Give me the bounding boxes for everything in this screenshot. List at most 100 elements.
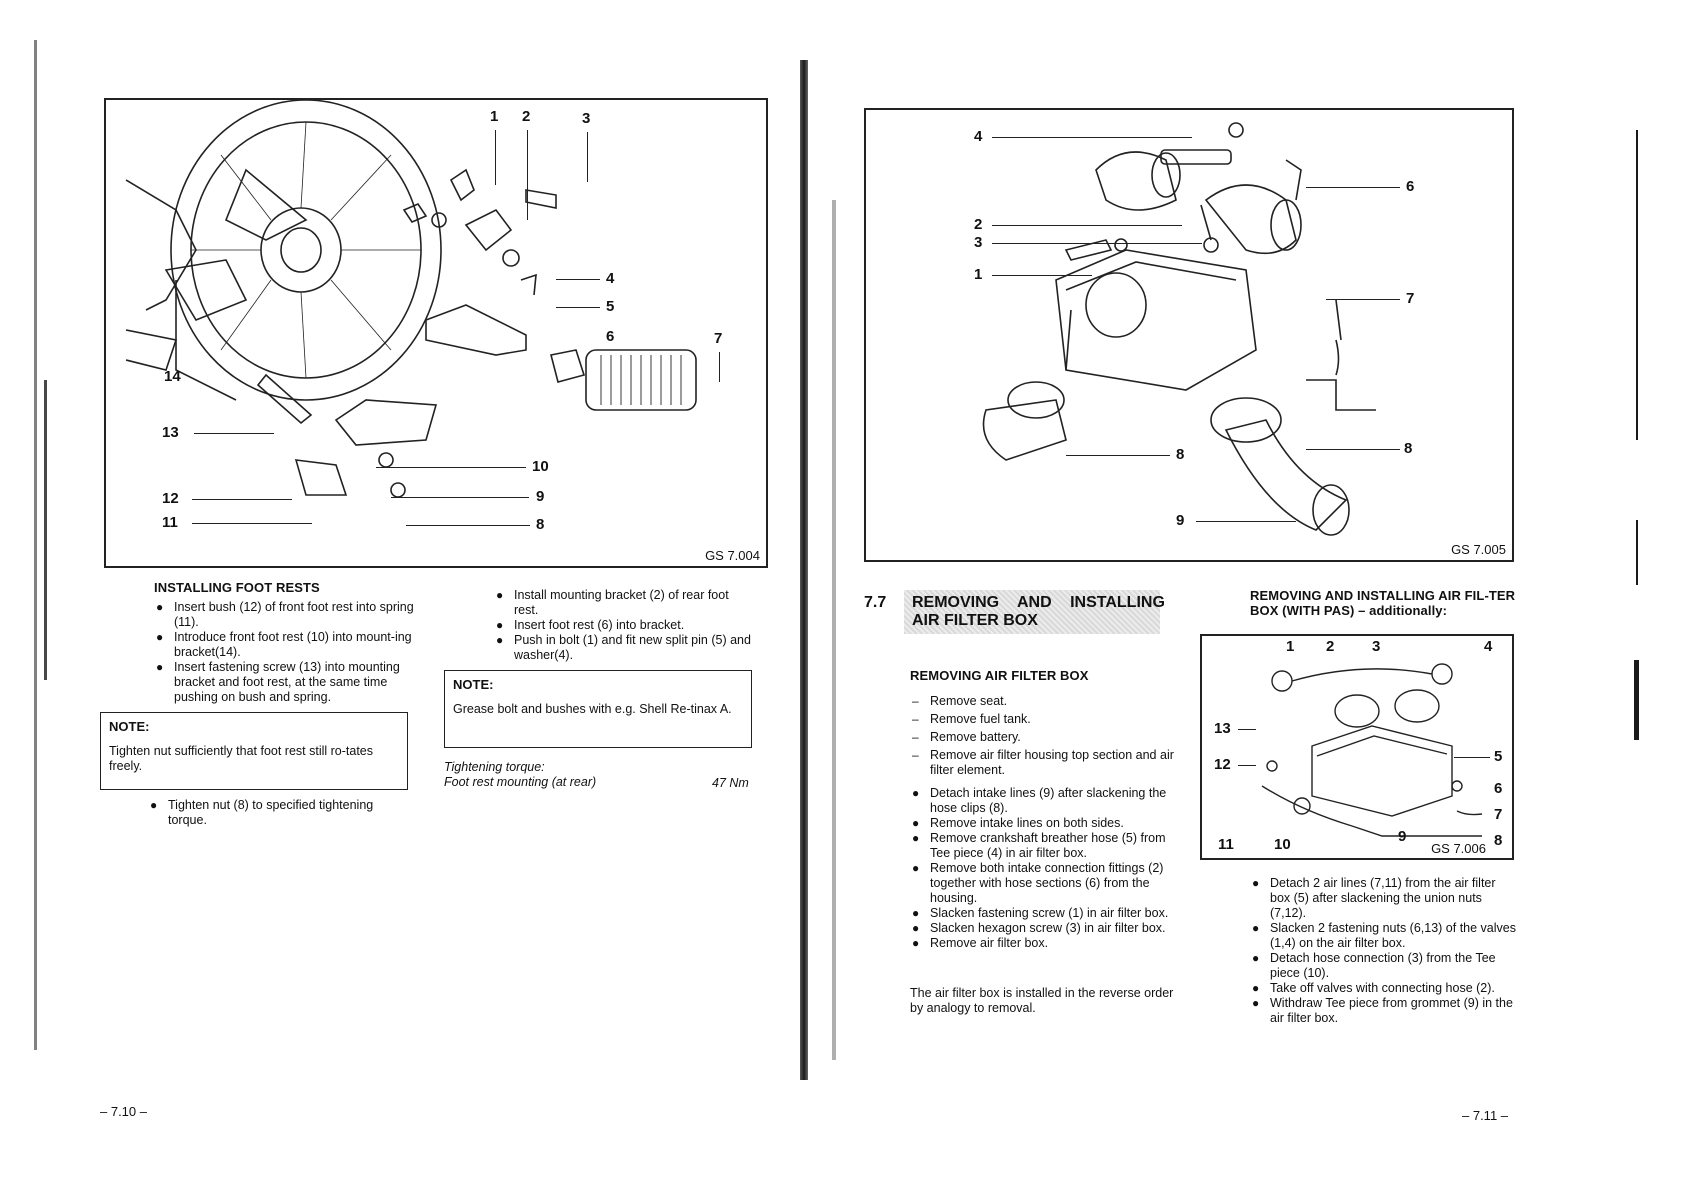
callout-1: 1: [1286, 638, 1295, 655]
list-item: ●Slacken hexagon screw (3) in air filter…: [912, 921, 1166, 935]
pas-diagram: [1261, 663, 1483, 837]
list-item: ●Tighten nut (8) to specified tightening…: [150, 798, 374, 827]
callout-13: 13: [1214, 720, 1231, 737]
tighten-step: ●Tighten nut (8) to specified tightening…: [148, 798, 410, 828]
list-item: ●Detach 2 air lines (7,11) from the air …: [1252, 876, 1496, 920]
callout-4: 4: [1484, 638, 1493, 655]
callout-6: 6: [1494, 780, 1503, 797]
callout-4: 4: [974, 128, 983, 145]
callout-5: 5: [606, 298, 615, 315]
callout-5: 5: [1494, 748, 1503, 765]
list-item: ●Push in bolt (1) and fit new split pin …: [496, 633, 751, 662]
air-filter-exploded-diagram: [982, 122, 1376, 536]
list-item: ●Remove both intake connection fittings …: [912, 861, 1164, 905]
callout-7: 7: [1494, 806, 1503, 823]
list-item: –Remove seat.: [912, 694, 1008, 708]
figure-foot-rests: 1 2 3 4 5 6 7 14 13 10 12 9 11 8 GS 7.00…: [104, 98, 768, 568]
removal-dash-steps: –Remove seat. –Remove fuel tank. –Remove…: [910, 694, 1174, 778]
callout-12: 12: [1214, 756, 1231, 773]
callout-11: 11: [1218, 836, 1234, 853]
note-box-grease: NOTE: Grease bolt and bushes with e.g. S…: [444, 670, 752, 748]
figure-pas: 1 2 3 4 13 5 12 6 7 11 10 9 8 GS 7.006: [1200, 634, 1514, 860]
foot-rest-exploded-diagram: [125, 100, 697, 498]
heading-removing-air-filter-box: REMOVING AIR FILTER BOX: [910, 668, 1089, 683]
callout-1: 1: [490, 108, 499, 125]
note-title: NOTE:: [109, 719, 150, 734]
removal-dot-steps: ●Detach intake lines (9) after slackenin…: [910, 786, 1174, 951]
list-item: ●Insert fastening screw (13) into mounti…: [156, 660, 400, 704]
section-number: 7.7: [864, 594, 887, 611]
callout-11: 11: [162, 514, 178, 531]
list-item: ●Slacken 2 fastening nuts (6,13) of the …: [1252, 921, 1516, 950]
scan-edge-right: [1636, 130, 1638, 440]
list-item: ●Take off valves with connecting hose (2…: [1252, 981, 1495, 995]
figure-air-filter-box: 4 6 2 3 1 7 8 8 9 GS 7.005: [864, 108, 1514, 562]
figure-code: GS 7.005: [1451, 542, 1506, 557]
list-item: ●Detach intake lines (9) after slackenin…: [912, 786, 1167, 815]
section-highlight: [904, 590, 1160, 634]
callout-14: 14: [164, 368, 181, 385]
callout-8: 8: [536, 516, 545, 533]
callout-6: 6: [606, 328, 615, 345]
callout-6: 6: [1406, 178, 1415, 195]
callout-4: 4: [606, 270, 615, 287]
callout-2: 2: [522, 108, 531, 125]
page-number-right: – 7.11 –: [1462, 1108, 1509, 1123]
callout-2: 2: [974, 216, 983, 233]
callout-8: 8: [1176, 446, 1185, 463]
callout-1: 1: [974, 266, 983, 283]
note-text: Tighten nut sufficiently that foot rest …: [109, 744, 374, 773]
callout-12: 12: [162, 490, 179, 507]
list-item: ●Remove crankshaft breather hose (5) fro…: [912, 831, 1166, 860]
list-item: ●Withdraw Tee piece from grommet (9) in …: [1252, 996, 1513, 1025]
torque-value: 47 Nm: [712, 776, 749, 790]
list-item: –Remove air filter housing top section a…: [912, 748, 1174, 777]
callout-7: 7: [1406, 290, 1415, 307]
callout-8: 8: [1494, 832, 1503, 849]
callout-3: 3: [974, 234, 983, 251]
callout-2: 2: [1326, 638, 1335, 655]
callout-10: 10: [1274, 836, 1291, 853]
heading-pas: REMOVING AND INSTALLING AIR FIL-TER BOX …: [1250, 588, 1516, 618]
section-title-line1: REMOVING AND INSTALLING: [912, 594, 1165, 611]
page-number-left: – 7.10 –: [100, 1104, 147, 1119]
note-box-tighten: NOTE: Tighten nut sufficiently that foot…: [100, 712, 408, 790]
section-title-line2: AIR FILTER BOX: [912, 612, 1038, 629]
list-item: ●Remove air filter box.: [912, 936, 1049, 950]
scan-edge-right-3: [1634, 660, 1639, 740]
heading-installing-foot-rests: INSTALLING FOOT RESTS: [154, 580, 320, 595]
callout-13: 13: [162, 424, 179, 441]
note-title: NOTE:: [453, 677, 494, 692]
scan-edge-left-2: [44, 380, 47, 680]
list-item: ●Install mounting bracket (2) of rear fo…: [496, 588, 729, 617]
closing-text: The air filter box is installed in the r…: [910, 986, 1174, 1015]
list-item: ●Slacken fastening screw (1) in air filt…: [912, 906, 1169, 920]
callout-10: 10: [532, 458, 549, 475]
list-item: ●Remove intake lines on both sides.: [912, 816, 1124, 830]
callout-9: 9: [1176, 512, 1185, 529]
torque-label: Tightening torque:: [444, 760, 545, 774]
callout-3: 3: [1372, 638, 1381, 655]
list-item: ●Insert bush (12) of front foot rest int…: [156, 600, 414, 629]
scan-edge-left: [34, 40, 37, 1050]
scan-edge-right-2: [1636, 520, 1638, 585]
rear-foot-rest-steps: ●Install mounting bracket (2) of rear fo…: [494, 588, 756, 663]
foot-rest-steps: ●Insert bush (12) of front foot rest int…: [154, 600, 414, 705]
spine-shadow: [800, 60, 808, 1080]
list-item: ●Insert foot rest (6) into bracket.: [496, 618, 685, 632]
list-item: –Remove battery.: [912, 730, 1021, 744]
callout-3: 3: [582, 110, 591, 127]
note-text: Grease bolt and bushes with e.g. Shell R…: [453, 702, 732, 716]
list-item: ●Detach hose connection (3) from the Tee…: [1252, 951, 1496, 980]
callout-9: 9: [536, 488, 545, 505]
figure-code: GS 7.006: [1431, 841, 1486, 856]
spine-shadow-2: [832, 200, 836, 1060]
list-item: –Remove fuel tank.: [912, 712, 1031, 726]
callout-9: 9: [1398, 828, 1407, 845]
torque-item: Foot rest mounting (at rear): [444, 775, 597, 789]
pas-steps: ●Detach 2 air lines (7,11) from the air …: [1250, 876, 1516, 1026]
callout-7: 7: [714, 330, 723, 347]
callout-8-right: 8: [1404, 440, 1413, 457]
figure-code: GS 7.004: [705, 548, 760, 563]
list-item: ●Introduce front foot rest (10) into mou…: [156, 630, 412, 659]
